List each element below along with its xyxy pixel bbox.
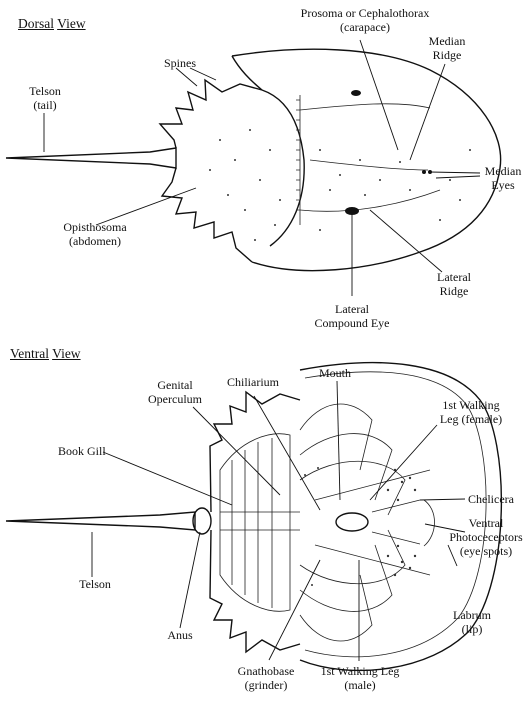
label-lateral-ridge: Lateral Ridge [424,270,484,298]
dorsal-opisthosoma [158,78,263,263]
label-ventral-telson: Telson [70,577,120,591]
label-walking-leg-female: 1st Walking Leg (female) [426,398,516,426]
dorsal-telson [5,147,177,169]
label-gnathobase: Gnathobase (grinder) [226,664,306,692]
ventral-telson [5,511,196,531]
label-chiliarium: Chiliarium [218,375,288,389]
label-median-ridge: Median Ridge [422,34,472,62]
dorsal-lateral-eye-bottom [345,207,359,215]
label-mouth: Mouth [310,366,360,380]
ventral-heading-word1: Ventral [10,346,49,361]
label-photo-line2: Photoceceptors [449,530,523,544]
dorsal-heading-word1: Dorsal [18,16,54,31]
label-chiliarium-text: Chiliarium [227,375,279,389]
label-walking-female-line1: 1st Walking [442,398,500,412]
label-lateral-ridge-line1: Lateral [437,270,471,284]
dorsal-view-heading: Dorsal View [18,16,86,32]
label-chelicera: Chelicera [468,492,528,506]
ventral-opisthosoma [209,390,301,654]
label-opisthosoma-line2: (abdomen) [69,234,121,248]
label-anus: Anus [160,628,200,642]
label-mouth-text: Mouth [318,366,351,380]
label-walking-male-line2: (male) [344,678,376,692]
ventral-labrum [423,499,435,547]
label-dorsal-telson: Telson (tail) [20,84,70,112]
label-prosoma-line1: Prosoma or Cephalothorax [300,6,430,20]
label-dorsal-telson-line1: Telson [29,84,61,98]
label-walking-male-line1: 1st Walking Leg [320,664,400,678]
label-opisthosoma-line1: Opisthosoma [63,220,127,234]
label-lateral-eye-line1: Lateral [335,302,369,316]
dorsal-leader-lines [43,39,481,296]
dorsal-crab-drawing [5,48,502,272]
label-prosoma: Prosoma or Cephalothorax (carapace) [290,6,440,34]
label-gnathobase-line1: Gnathobase [237,664,295,678]
ventral-anus-region [192,507,212,535]
dorsal-heading-word2: View [57,16,86,31]
label-opisthosoma: Opisthosoma (abdomen) [50,220,140,248]
label-genital-line1: Genital [157,378,193,392]
label-photo-line1: Ventral [468,516,504,530]
ventral-view-heading: Ventral View [10,346,81,362]
label-median-ridge-line1: Median [428,34,466,48]
label-genital-operculum: Genital Operculum [140,378,210,406]
label-book-gill: Book Gill [58,444,138,458]
dorsal-carapace [231,48,502,272]
label-median-eyes-line1: Median [484,164,522,178]
label-lateral-compound-eye: Lateral Compound Eye [302,302,402,330]
label-genital-line2: Operculum [148,392,202,406]
label-ventral-telson-text: Telson [79,577,111,591]
label-anus-text: Anus [167,628,193,642]
label-gnathobase-line2: (grinder) [244,678,288,692]
label-labrum: Labrum (lip) [444,608,500,636]
dorsal-lateral-ridge [299,189,441,212]
label-book-gill-text: Book Gill [58,444,106,458]
label-median-eyes-line2: Eyes [491,178,515,192]
label-dorsal-telson-line2: (tail) [33,98,57,112]
label-chelicera-text: Chelicera [468,492,514,506]
ventral-mouth [335,512,369,532]
dorsal-median-ridge [309,159,429,171]
label-spines-text: Spines [163,56,196,70]
label-prosoma-line2: (carapace) [340,20,390,34]
label-photo-line3: (eye spots) [459,544,513,558]
ventral-carapace-rim [299,361,503,672]
dorsal-lateral-eye-top [351,90,361,96]
ventral-leader-lines [91,380,466,661]
label-spines: Spines [150,56,210,70]
label-walking-female-line2: Leg (female) [439,412,503,426]
label-lateral-ridge-line2: Ridge [439,284,469,298]
label-median-eyes: Median Eyes [478,164,528,192]
label-lateral-eye-line2: Compound Eye [314,316,390,330]
label-labrum-line1: Labrum [453,608,491,622]
label-walking-leg-male: 1st Walking Leg (male) [310,664,410,692]
label-median-ridge-line2: Ridge [432,48,462,62]
label-labrum-line2: (lip) [461,622,483,636]
label-ventral-photoreceptors: Ventral Photoceceptors (eye spots) [442,516,530,558]
dorsal-median-eye [422,170,426,174]
ventral-heading-word2: View [52,346,81,361]
